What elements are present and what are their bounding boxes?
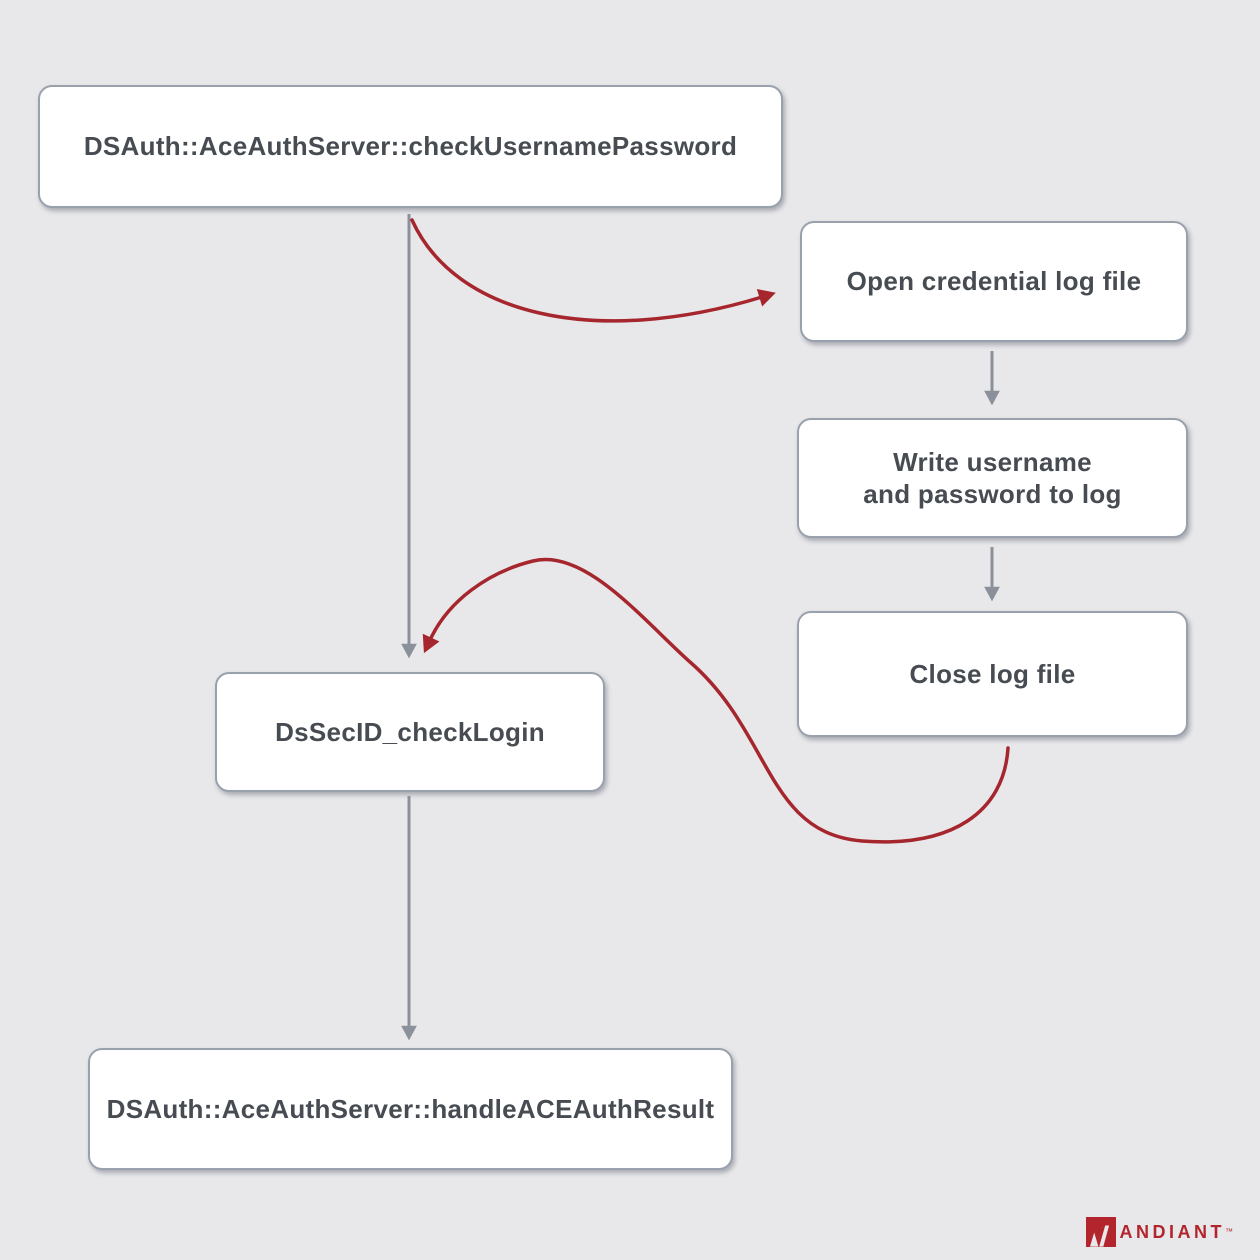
node-label: DSAuth::AceAuthServer::handleACEAuthResu… [106,1093,715,1124]
arrow-hook-checkusername-to-openlog [410,218,776,323]
mandiant-logo: ANDIANT ™ [1085,1217,1233,1247]
node-close-log-file: Close log file [797,611,1188,737]
node-write-username-password-to-log: Write username and password to log [797,418,1188,538]
mandiant-wordmark: ANDIANT [1119,1222,1225,1242]
trademark-symbol: ™ [1225,1227,1233,1236]
node-check-username-password: DSAuth::AceAuthServer::checkUsernamePass… [38,85,783,208]
node-label: DsSecID_checkLogin [275,716,545,747]
node-dssecid-checklogin: DsSecID_checkLogin [215,672,605,792]
node-label: DSAuth::AceAuthServer::checkUsernamePass… [83,131,738,162]
node-open-credential-log-file: Open credential log file [800,221,1188,342]
node-label: Close log file [909,658,1076,689]
node-handle-ace-auth-result: DSAuth::AceAuthServer::handleACEAuthResu… [88,1048,733,1170]
node-label: Write username and password to log [863,446,1122,510]
node-label: Open credential log file [846,266,1142,297]
mandiant-m-icon [1085,1217,1116,1247]
